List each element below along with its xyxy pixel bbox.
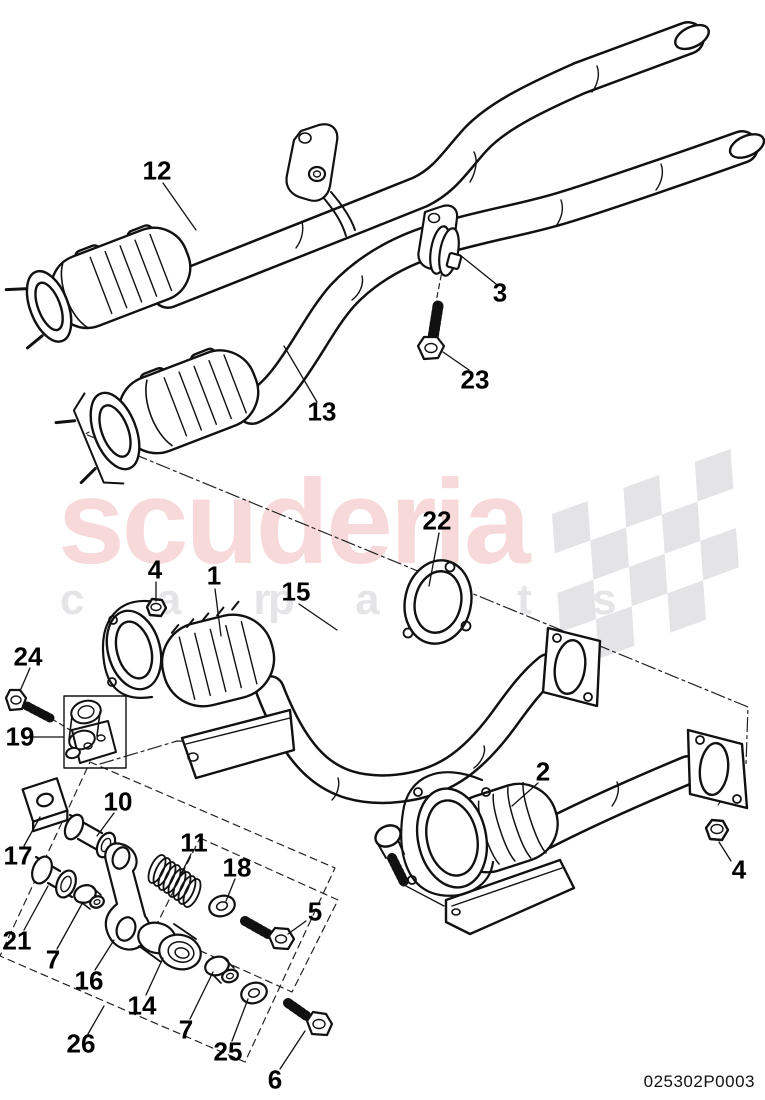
oxygen-sensor xyxy=(374,824,445,907)
part-label-19: 19 xyxy=(5,721,35,752)
catalyst-assembly-1 xyxy=(101,597,602,805)
part-label-26: 26 xyxy=(66,1028,96,1059)
bolt-23 xyxy=(416,300,446,361)
part-label-21: 21 xyxy=(2,925,32,956)
exhaust-pipe-12 xyxy=(151,21,710,309)
spring-11 xyxy=(147,854,202,908)
part-label-11: 11 xyxy=(180,827,208,858)
damper-roller-14 xyxy=(137,921,202,971)
part-label-18: 18 xyxy=(222,852,252,883)
part-label-14: 14 xyxy=(127,990,157,1021)
part-label-4-right: 4 xyxy=(731,854,747,885)
part-label-7-lower: 7 xyxy=(178,1014,194,1045)
part-label-15: 15 xyxy=(281,576,311,607)
flanged-bushing-7-upper xyxy=(73,884,105,910)
part-label-3: 3 xyxy=(492,277,508,308)
part-label-5: 5 xyxy=(307,896,323,927)
part-label-4-left: 4 xyxy=(147,554,163,585)
leader-lines xyxy=(19,182,732,1070)
square-nut-17 xyxy=(21,777,69,833)
bolt-24 xyxy=(4,688,55,723)
spacer-sleeve-10 xyxy=(63,813,117,859)
document-number: 025302P0003 xyxy=(643,1072,755,1091)
part-label-10: 10 xyxy=(103,786,133,817)
part-label-2: 2 xyxy=(535,756,551,787)
nut-4-right xyxy=(704,818,730,842)
part-label-1: 1 xyxy=(206,560,222,591)
part-label-22: 22 xyxy=(422,505,452,536)
hardware-cluster xyxy=(31,813,334,1037)
bracket-16 xyxy=(104,842,151,951)
part-label-13: 13 xyxy=(307,396,337,427)
bushing-21 xyxy=(31,855,77,899)
rubber-mount-19 xyxy=(63,695,127,769)
catalytic-converter-13 xyxy=(54,347,260,485)
part-label-12: 12 xyxy=(142,155,172,186)
washer-18 xyxy=(208,894,236,918)
washer-25 xyxy=(240,981,268,1005)
catalyst-assembly-2 xyxy=(374,728,749,936)
hanger-bracket-top xyxy=(285,123,356,237)
part-label-17: 17 xyxy=(3,840,33,871)
part-label-25: 25 xyxy=(213,1036,243,1067)
part-label-16: 16 xyxy=(74,965,104,996)
bolt-5 xyxy=(240,916,296,951)
part-label-6: 6 xyxy=(267,1064,283,1095)
checkered-flag-watermark xyxy=(552,449,739,659)
part-label-23: 23 xyxy=(460,364,490,395)
bolt-6 xyxy=(283,998,334,1037)
catalytic-converter-12 xyxy=(4,224,192,350)
flanged-bushing-7-lower xyxy=(204,955,239,984)
clamp-hanger-3 xyxy=(417,204,463,277)
gasket-22 xyxy=(402,559,473,645)
part-label-7-upper: 7 xyxy=(45,944,61,975)
part-label-24: 24 xyxy=(13,641,43,672)
